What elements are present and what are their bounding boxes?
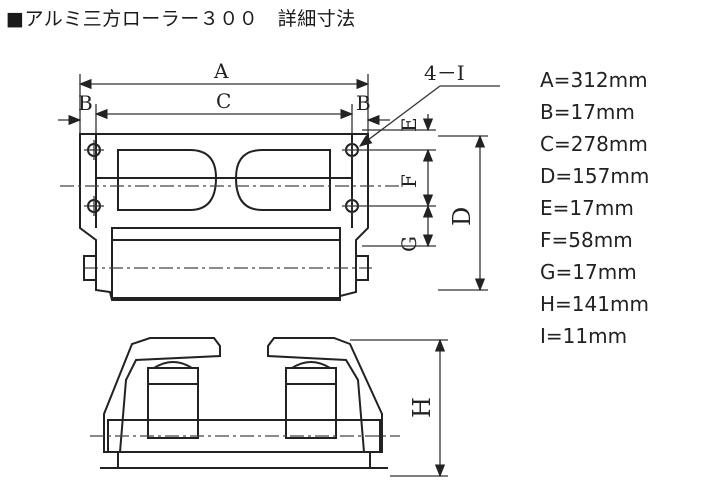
dimension-e: E=17mm [540,196,634,220]
top-view: A C B B [58,59,500,301]
dimension-f: F=58mm [540,228,633,252]
dimension-c: C=278mm [540,132,648,156]
label-b-right: B [356,91,371,115]
dimension-d: D=157mm [540,164,650,188]
page-title: ■アルミ三方ローラー３００ 詳細寸法 [6,8,356,30]
dimension-a: A=312mm [540,68,648,92]
label-e: E [397,117,421,132]
dimension-g: G=17mm [540,260,637,284]
label-h: H [408,397,436,418]
label-g: G [397,236,421,252]
label-a: A [213,59,229,83]
label-c: C [216,89,231,113]
label-f: F [397,174,421,188]
side-view: H [90,337,448,478]
dimension-b: B=17mm [540,100,635,124]
label-b-left: B [78,91,93,115]
dimension-i: I=11mm [540,324,628,348]
label-i: 4－I [424,61,465,85]
label-d: D [448,207,476,226]
dimension-h: H=141mm [540,292,649,316]
dimension-list: A=312mm B=17mm C=278mm D=157mm E=17mm F=… [540,64,649,352]
